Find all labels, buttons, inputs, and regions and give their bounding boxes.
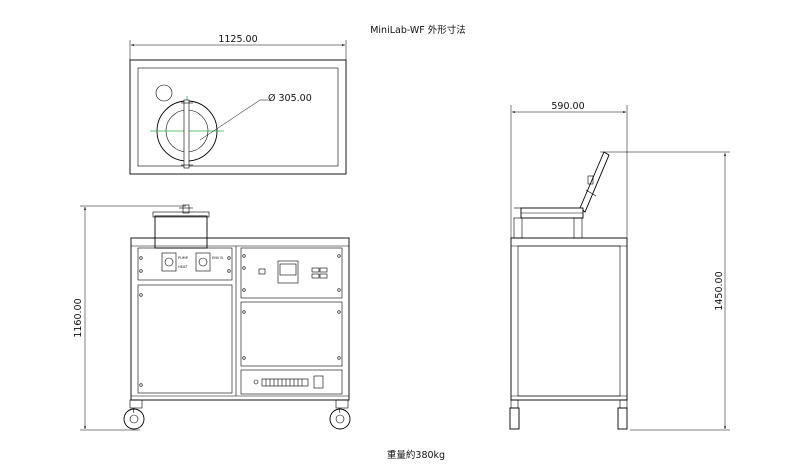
button-icon: [253, 379, 259, 385]
front-vessel-body: [154, 215, 208, 249]
env-socket-ring: [198, 257, 208, 267]
front-vessel-lid: [152, 211, 210, 218]
breaker-icon: [313, 375, 324, 389]
side-wheel-right: [617, 407, 628, 430]
front-right-control-panel: [240, 247, 343, 299]
front-left-top-panel: [137, 247, 233, 281]
top-view: 1125.00 Ø 305.00: [129, 34, 347, 175]
controller-screen: [279, 263, 297, 276]
screw-icon: [337, 310, 341, 314]
top-view-small-port: [155, 84, 173, 102]
front-right-middle-panel: [240, 301, 343, 367]
diameter-label: Ø 305.00: [268, 93, 312, 104]
side-panel: [517, 245, 621, 397]
pump-label: PUMP: [178, 256, 188, 260]
screw-icon: [139, 269, 143, 273]
pump-sub-label: HEAT: [178, 265, 188, 269]
screw-icon: [337, 254, 341, 258]
front-caster-hub-right: [335, 414, 345, 424]
switch-icon: [319, 267, 328, 273]
side-vessel-foot-right: [573, 217, 583, 239]
top-width-label: 1125.00: [218, 34, 257, 45]
screw-icon: [337, 356, 341, 360]
screw-icon: [227, 256, 231, 260]
front-view: PUMP HEAT ENV B.: [73, 204, 351, 431]
front-height-label: 1160.00: [73, 298, 84, 337]
switch-icon: [258, 268, 266, 275]
switch-icon: [311, 273, 320, 279]
pump-socket: [161, 252, 177, 272]
side-vessel-foot-left: [513, 217, 523, 239]
diameter-leader: [199, 99, 261, 141]
side-height-label: 1450.00: [714, 271, 725, 310]
front-caster-hub-left: [129, 414, 139, 424]
side-lid: [579, 151, 610, 213]
front-right-bottom-panel: [240, 369, 343, 395]
side-lid-detail: [585, 189, 597, 197]
weight-note: 重量約380kg: [387, 449, 445, 461]
screw-icon: [242, 310, 246, 314]
terminal-strip-body: [261, 378, 309, 387]
screw-icon: [337, 288, 341, 292]
side-cabinet: [510, 237, 628, 401]
terminal-strip: [261, 378, 309, 387]
side-foot-right: [619, 399, 628, 409]
top-view-clamp-bar: [183, 99, 190, 169]
switch-icon: [311, 267, 320, 273]
front-vessel-knob: [182, 204, 190, 214]
screw-icon: [139, 383, 143, 387]
top-view-inner-frame: [137, 67, 339, 167]
front-caster-mount-right: [335, 399, 349, 409]
side-wheel-left: [509, 407, 520, 430]
pump-socket-ring: [164, 257, 174, 267]
screw-icon: [139, 256, 143, 260]
front-caster-mount-left: [129, 399, 143, 409]
side-depth-label: 590.00: [551, 101, 584, 112]
screw-icon: [242, 356, 246, 360]
screw-icon: [139, 293, 143, 297]
screw-icon: [242, 266, 246, 270]
env-label: ENV B.: [212, 256, 224, 260]
side-view: 590.00 1450.00: [509, 101, 730, 431]
screw-icon: [242, 288, 246, 292]
front-caster-wheel-right: [329, 408, 351, 430]
controller-display: [277, 260, 299, 284]
front-caster-wheel-left: [123, 408, 145, 430]
switch-icon: [319, 273, 328, 279]
side-lid-knob: [587, 175, 594, 185]
front-cabinet: [130, 237, 350, 401]
drawing-title: MiniLab-WF 外形寸法: [370, 24, 466, 36]
front-left-door: [137, 284, 233, 394]
screw-icon: [227, 269, 231, 273]
top-view-outer-frame: [129, 59, 347, 175]
env-socket: [195, 252, 211, 272]
screw-icon: [242, 254, 246, 258]
side-foot-left: [510, 399, 519, 409]
